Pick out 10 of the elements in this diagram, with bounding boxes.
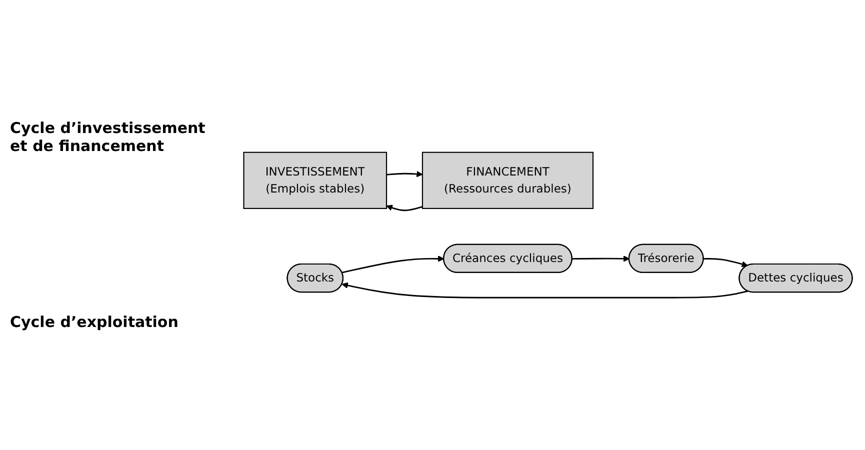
arrow	[341, 282, 748, 298]
arrow	[386, 204, 422, 212]
node-box: FINANCEMENT (Ressources durables)	[421, 152, 594, 209]
node-box: INVESTISSEMENT (Emplois stables)	[242, 152, 387, 209]
cycle-label: Cycle d’exploitation	[10, 313, 180, 331]
arrow	[703, 258, 748, 268]
arrow	[572, 256, 630, 262]
cycle-label: Cycle d’investissement et de financement	[10, 119, 206, 155]
arrow	[341, 256, 444, 274]
arrow	[386, 170, 422, 178]
